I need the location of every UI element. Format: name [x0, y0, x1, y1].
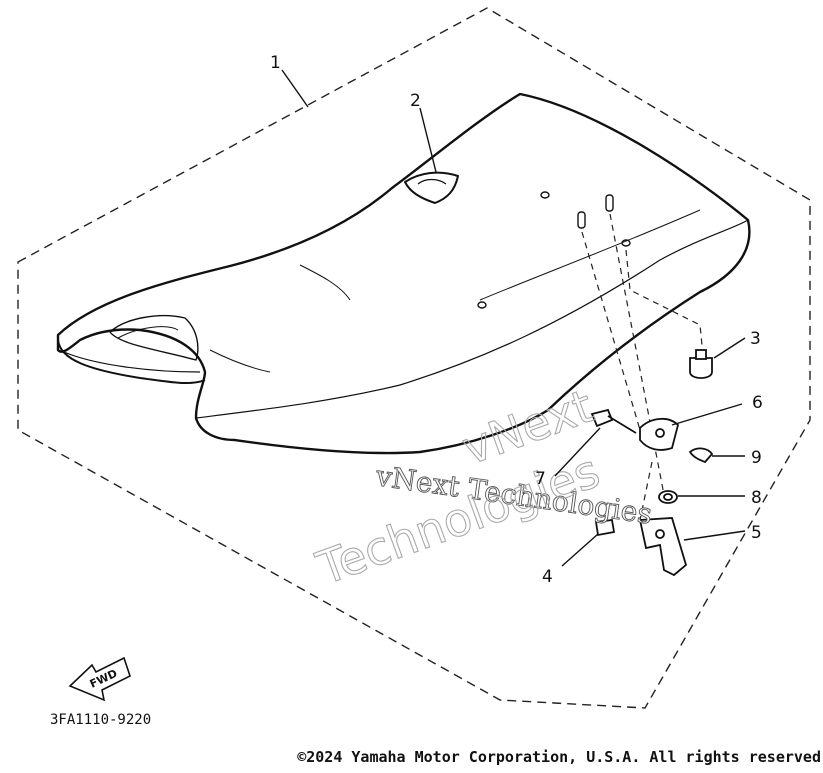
seat: [56, 92, 751, 455]
part-code: 3FA1110-9220: [50, 712, 151, 728]
watermark-bottom: Technologies: [309, 444, 606, 596]
assembly-boundary: [17, 7, 811, 709]
assembly-lines: [581, 213, 703, 521]
callout-1: 1: [270, 53, 281, 73]
callout-7: 7: [535, 469, 546, 489]
callout-9: 9: [751, 448, 762, 468]
fwd-arrow-icon: FWD: [68, 656, 131, 702]
callout-3: 3: [750, 329, 761, 349]
copyright-notice: ©2024 Yamaha Motor Corporation, U.S.A. A…: [297, 748, 821, 766]
callout-4: 4: [542, 567, 553, 587]
callout-2: 2: [410, 91, 421, 111]
callout-labels: 1 2 3 4 5 6 7 8 9: [270, 53, 763, 587]
callout-5: 5: [751, 523, 762, 543]
callout-8: 8: [751, 488, 762, 508]
callout-6: 6: [752, 393, 763, 413]
small-parts: [590, 349, 714, 577]
leader-lines: [281, 69, 746, 567]
